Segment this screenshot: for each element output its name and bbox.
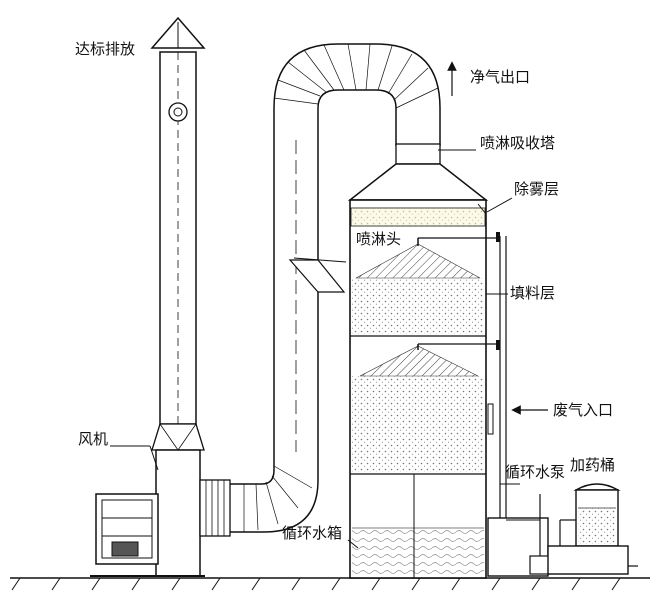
absorption-tower: [349, 199, 487, 579]
tower-label: 喷淋吸收塔: [480, 134, 556, 152]
demister-label: 除雾层: [514, 180, 560, 198]
circulation-pump: [487, 494, 551, 577]
spray-head-label: 喷淋头: [356, 230, 402, 248]
waste-inlet-label: 废气入口: [553, 401, 614, 419]
exhaust-stack: [150, 16, 206, 577]
spray-pipes: [417, 232, 507, 520]
water-tank-label: 循环水箱: [282, 524, 343, 542]
dosing-tank: [547, 483, 638, 575]
lower-duct: [199, 452, 319, 537]
stack-label: 达标排放: [75, 40, 136, 58]
leader-lines: [110, 149, 520, 549]
main-duct: [273, 43, 441, 452]
fan-unit: [90, 493, 205, 577]
pump-label: 循环水泵: [505, 463, 566, 481]
packing-label: 填料层: [510, 284, 556, 302]
ground-line: [10, 577, 650, 591]
dosing-tank-label: 加药桶: [570, 456, 616, 474]
tower-hood: [347, 143, 489, 201]
clean-outlet-label: 净气出口: [470, 68, 531, 86]
fan-label: 风机: [78, 430, 109, 448]
